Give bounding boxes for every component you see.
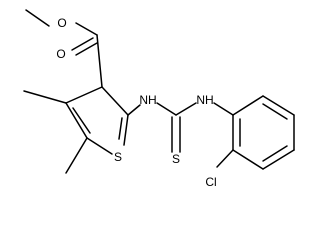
bonds [23, 9, 295, 174]
atom-o-carbonyl: O [56, 47, 65, 61]
atom-cl: Cl [205, 175, 216, 189]
atom-nh-right: NH [196, 93, 213, 107]
atom-nh-left: NH [139, 93, 156, 107]
atom-o-methoxy: O [57, 16, 66, 30]
atom-s-ring: S [114, 150, 122, 164]
atom-s-thio: S [172, 152, 180, 166]
molecule-structure: O O S NH NH S Cl [23, 9, 295, 189]
